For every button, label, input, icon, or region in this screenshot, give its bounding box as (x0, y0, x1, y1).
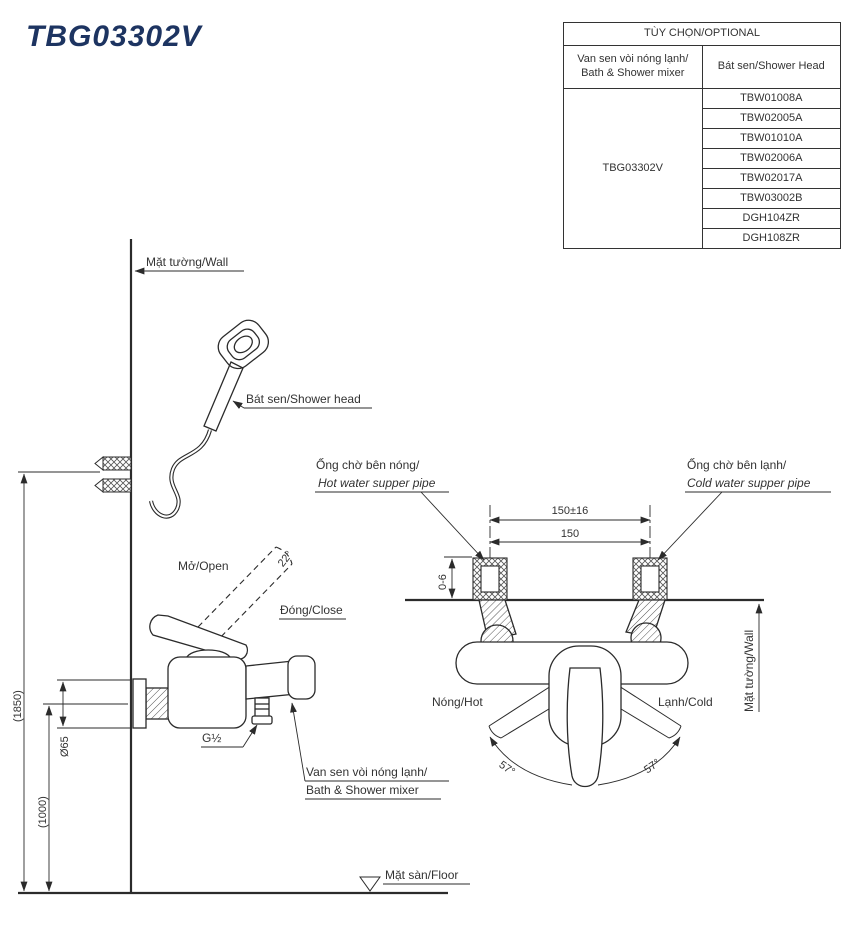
left-leaders (134, 267, 470, 885)
table-row: DGH104ZR (564, 208, 841, 229)
mixer-body-drawing (132, 614, 316, 729)
mixer-code-cell: TBG03302V (563, 88, 703, 249)
swing-arc-left (489, 736, 573, 786)
escutcheon (132, 678, 147, 729)
table-row: TBW03002B (564, 188, 841, 209)
wall-label-right: Mặt tường/Wall (742, 630, 756, 712)
mixer-label-line2: Bath & Shower mixer (306, 783, 419, 797)
escutcheon-dia-dim: Ø65 (59, 736, 71, 757)
shower-head-code: DGH104ZR (701, 208, 841, 229)
hot-pipe-label-line2: Hot water supper pipe (318, 476, 436, 490)
supply-pipes (472, 557, 668, 601)
protrusion-dim: 0-6 (437, 574, 449, 590)
shower-head-label: Bát sen/Shower head (246, 392, 361, 406)
mixer-top-view (455, 599, 689, 788)
lever-angle-annotation (197, 546, 293, 645)
shower-hose (148, 429, 213, 519)
right-dimensions (444, 516, 651, 599)
floor-label: Mặt sàn/Floor (385, 868, 458, 882)
shower-head-code: TBW02005A (701, 108, 841, 129)
shower-head-code: DGH108ZR (701, 228, 841, 249)
table-row: TBW02005A (564, 108, 841, 129)
mixer-label-line1: Van sen vòi nóng lạnh/ (306, 765, 428, 779)
table-row: TBG03302V TBW01008A (563, 88, 841, 249)
optional-table: TÙY CHỌN/OPTIONAL Van sen vòi nóng lạnh/… (563, 22, 841, 249)
table-title-row: TÙY CHỌN/OPTIONAL (563, 22, 841, 46)
shower-outlet (254, 697, 270, 718)
open-angle-label: 22° (276, 549, 296, 570)
hand-shower-drawing (148, 319, 270, 519)
table-title: TÙY CHỌN/OPTIONAL (563, 22, 841, 46)
thread-label: G½ (202, 731, 221, 745)
wall-label-top: Mặt tường/Wall (146, 255, 228, 269)
mixer-column-header-line1: Van sen vòi nóng lạnh/ (577, 53, 689, 66)
shower-head-code: TBW03002B (701, 188, 841, 209)
mixer-column-header-line2: Bath & Shower mixer (581, 67, 685, 79)
close-label: Đóng/Close (280, 603, 343, 617)
cold-pipe-label-line2: Cold water supper pipe (687, 476, 811, 490)
wall-bracket-screws (94, 455, 132, 494)
right-installation-view (315, 491, 831, 788)
pitch-dim: 150 (561, 528, 579, 540)
valve-body (167, 656, 247, 729)
left-dimensions (18, 471, 131, 892)
pitch-tolerance-dim: 150±16 (552, 505, 589, 517)
page-title: TBG03302V (26, 20, 202, 53)
mixer-column-header: Van sen vòi nóng lạnh/ Bath & Shower mix… (563, 45, 703, 89)
swing-left-dim: 57° (496, 759, 517, 778)
drawing-labels: Mặt tường/Wall Bát sen/Shower head Mở/Op… (12, 255, 811, 882)
cold-pipe-label-line1: Ống chờ bên lạnh/ (687, 457, 787, 472)
right-leaders (315, 491, 831, 712)
overall-height-dim: (1850) (12, 690, 24, 722)
lever-handle-top (566, 667, 604, 788)
mixer-height-dim: (1000) (37, 796, 49, 828)
floor-symbol (359, 876, 381, 892)
table-row: DGH108ZR (564, 228, 841, 249)
open-label: Mở/Open (178, 559, 229, 573)
left-elevation-view (18, 239, 470, 895)
hot-pipe-label-line1: Ống chờ bên nóng/ (316, 457, 420, 472)
swing-arc-right (597, 736, 681, 786)
cold-label: Lạnh/Cold (658, 695, 713, 709)
hot-label: Nóng/Hot (432, 695, 483, 709)
